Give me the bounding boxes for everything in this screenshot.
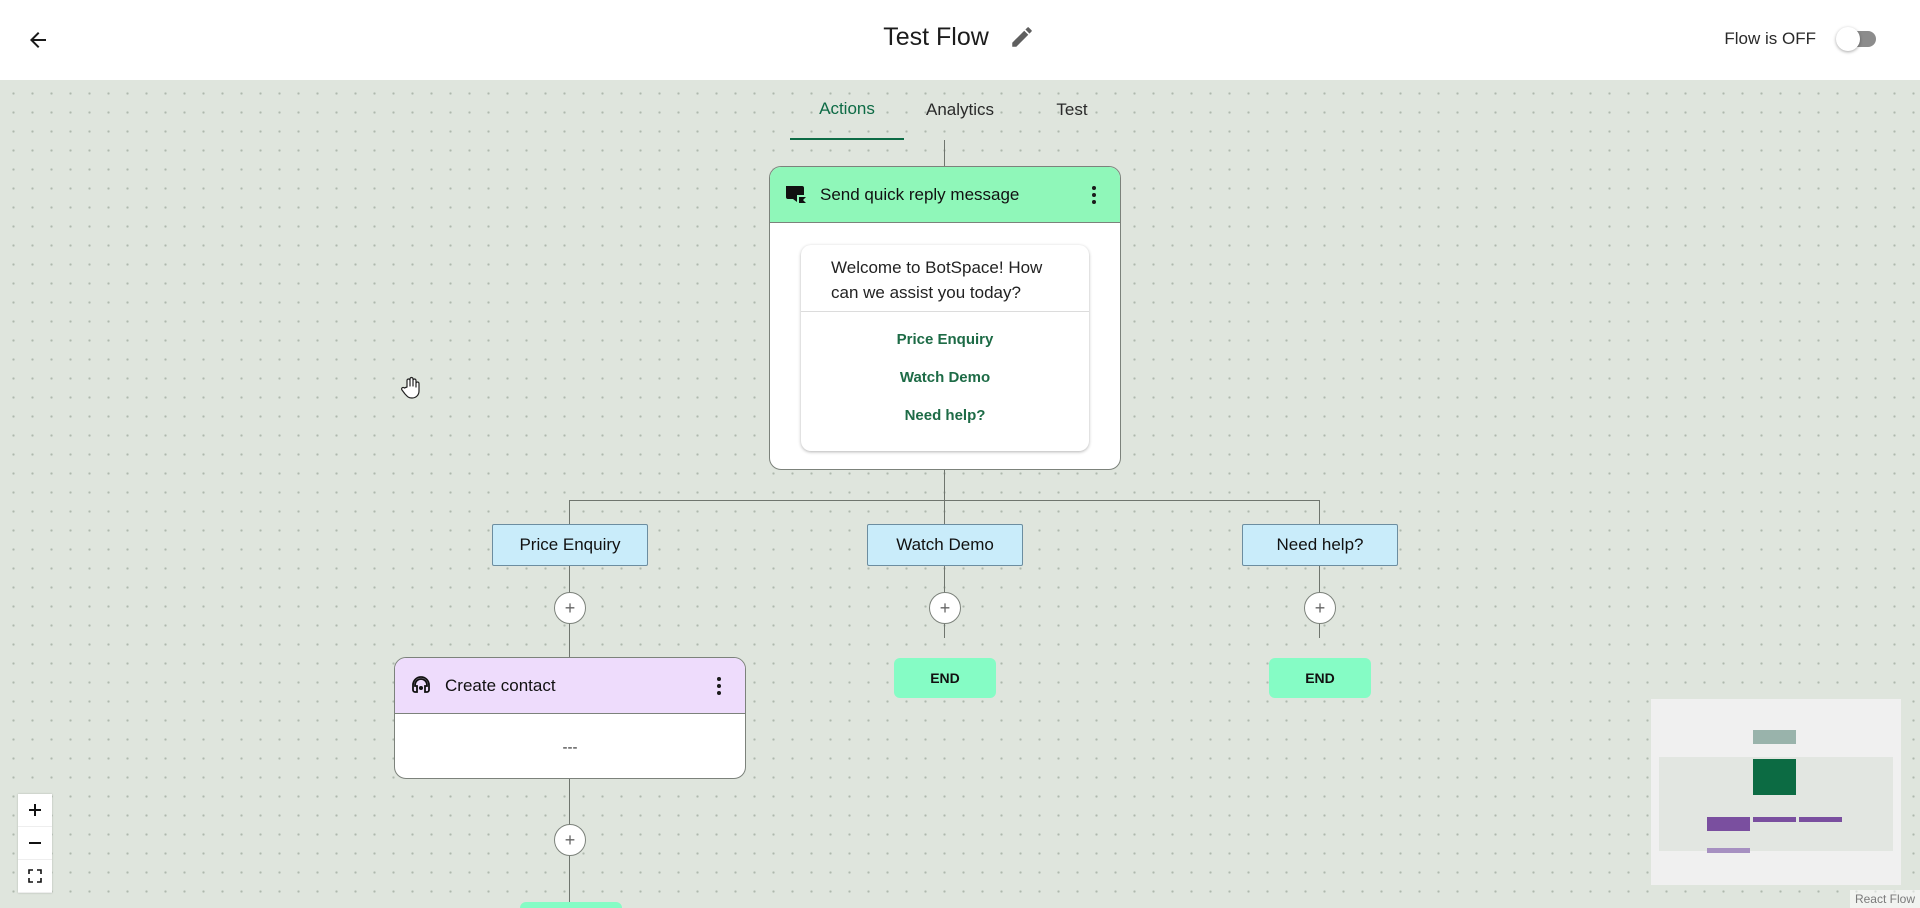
create-contact-node-title: Create contact bbox=[445, 675, 556, 695]
branch-need-help[interactable]: Need help? bbox=[1242, 524, 1398, 566]
quick-reply-node-header: Send quick reply message bbox=[770, 167, 1120, 223]
create-contact-menu-button[interactable] bbox=[707, 671, 731, 701]
reply-button-price-enquiry[interactable]: Price Enquiry bbox=[896, 330, 994, 348]
minus-icon bbox=[29, 842, 41, 844]
edge-top bbox=[944, 140, 945, 166]
minimap-node bbox=[1753, 759, 1796, 795]
plus-icon: + bbox=[1314, 598, 1326, 618]
add-step-button[interactable]: + bbox=[554, 592, 586, 624]
app-header: Test Flow Flow is OFF bbox=[0, 0, 1920, 80]
zoom-out-button[interactable] bbox=[18, 827, 52, 860]
branch-watch-demo[interactable]: Watch Demo bbox=[867, 524, 1023, 566]
tab-actions[interactable]: Actions bbox=[790, 80, 904, 140]
end-node[interactable]: END bbox=[1269, 658, 1371, 698]
back-button[interactable] bbox=[20, 22, 56, 58]
flow-status-label: Flow is OFF bbox=[1724, 29, 1816, 48]
reply-button-watch-demo[interactable]: Watch Demo bbox=[899, 368, 991, 386]
add-step-button[interactable]: + bbox=[929, 592, 961, 624]
minimap-node bbox=[1707, 848, 1750, 853]
quick-reply-node-title: Send quick reply message bbox=[820, 184, 1020, 204]
plus-icon bbox=[29, 804, 41, 816]
minimap-node bbox=[1753, 817, 1796, 822]
minimap-node bbox=[1707, 817, 1750, 831]
plus-icon: + bbox=[564, 830, 576, 850]
minimap[interactable] bbox=[1651, 699, 1901, 885]
quick-reply-menu-button[interactable] bbox=[1082, 180, 1106, 210]
zoom-controls bbox=[18, 794, 52, 893]
fit-view-button[interactable] bbox=[18, 860, 52, 893]
tab-analytics[interactable]: Analytics bbox=[925, 100, 995, 119]
add-step-button[interactable]: + bbox=[1304, 592, 1336, 624]
message-text: Welcome to BotSpace! How can we assist y… bbox=[831, 258, 1043, 302]
page-title: Test Flow bbox=[883, 22, 989, 51]
edit-title-button[interactable] bbox=[1007, 22, 1037, 52]
arrow-left-icon bbox=[30, 32, 46, 48]
pencil-icon bbox=[1012, 27, 1032, 47]
message-divider bbox=[801, 311, 1089, 312]
hand-cursor-icon bbox=[401, 376, 420, 399]
title-group: Test Flow bbox=[0, 22, 1920, 52]
minimap-node bbox=[1753, 730, 1796, 744]
edge-branch-1 bbox=[569, 500, 570, 524]
tab-test[interactable]: Test bbox=[1056, 100, 1088, 119]
contact-headset-icon bbox=[412, 675, 430, 693]
edge-branch-2 bbox=[944, 500, 945, 524]
tab-bar: Actions Analytics Test bbox=[790, 80, 1128, 140]
flow-toggle[interactable] bbox=[1836, 26, 1880, 52]
fullscreen-icon bbox=[28, 869, 42, 883]
create-contact-body: --- bbox=[562, 738, 578, 756]
end-node-partial[interactable] bbox=[520, 902, 622, 908]
branch-price-enquiry[interactable]: Price Enquiry bbox=[492, 524, 648, 566]
flow-status-group: Flow is OFF bbox=[1724, 26, 1880, 52]
flow-canvas[interactable]: Actions Analytics Test Send quick reply … bbox=[0, 80, 1920, 908]
quick-reply-node[interactable]: Send quick reply message Welcome to BotS… bbox=[769, 166, 1121, 470]
quick-reply-icon bbox=[786, 185, 806, 203]
message-preview: Welcome to BotSpace! How can we assist y… bbox=[801, 245, 1089, 451]
edge-branch-3 bbox=[1319, 500, 1320, 524]
create-contact-node-header: Create contact bbox=[395, 658, 745, 714]
plus-icon: + bbox=[564, 598, 576, 618]
toggle-knob bbox=[1836, 27, 1860, 51]
edge-qr-down bbox=[944, 470, 945, 500]
react-flow-attribution[interactable]: React Flow bbox=[1849, 890, 1920, 908]
reply-button-need-help[interactable]: Need help? bbox=[904, 406, 986, 424]
minimap-node bbox=[1799, 817, 1842, 822]
end-node[interactable]: END bbox=[894, 658, 996, 698]
zoom-in-button[interactable] bbox=[18, 794, 52, 827]
plus-icon: + bbox=[939, 598, 951, 618]
add-step-button[interactable]: + bbox=[554, 824, 586, 856]
create-contact-node[interactable]: Create contact --- bbox=[394, 657, 746, 779]
